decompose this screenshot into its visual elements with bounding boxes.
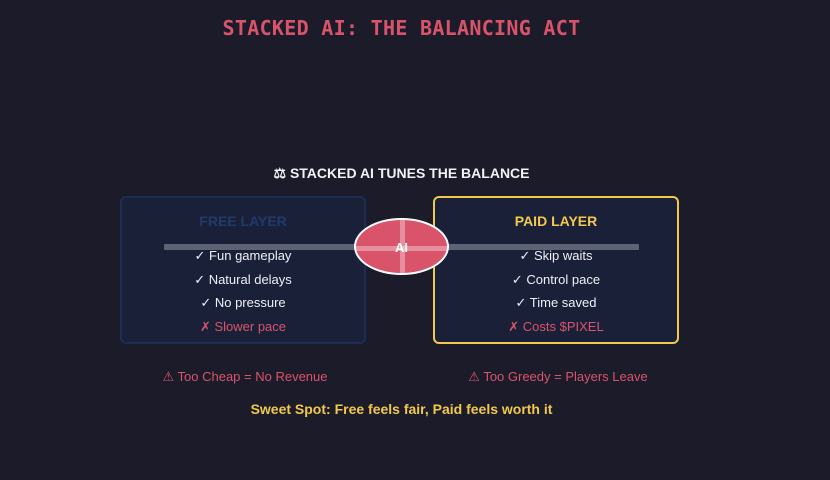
balance-subtitle: ⚖ STACKED AI TUNES THE BALANCE	[273, 165, 530, 181]
ai-fulcrum-label: AI	[395, 240, 408, 255]
paid-layer-item: ✓ Time saved	[515, 295, 597, 310]
free-layer-box: FREE LAYER ✓ Fun gameplay ✓ Natural dela…	[120, 196, 366, 344]
free-layer-item-negative: ✗ Slower pace	[199, 318, 287, 334]
paid-layer-item-negative: ✗ Costs $PIXEL	[508, 318, 604, 334]
page-title: STACKED AI: THE BALANCING ACT	[222, 16, 581, 40]
ai-fulcrum-crossbar	[356, 246, 447, 251]
free-layer-item: ✓ No pressure	[200, 295, 286, 310]
paid-layer-title: PAID LAYER	[514, 213, 598, 229]
ai-fulcrum: AI	[354, 218, 449, 275]
free-layer-item: ✓ Fun gameplay	[194, 248, 292, 263]
paid-layer-item: ✓ Control pace	[511, 271, 601, 287]
too-greedy-warning: ⚠ Too Greedy = Players Leave	[468, 369, 648, 384]
ai-fulcrum-post	[400, 220, 405, 273]
paid-layer-list: ✓ Skip waits ✓ Control pace ✓ Time saved…	[435, 247, 677, 341]
free-layer-list: ✓ Fun gameplay ✓ Natural delays ✓ No pre…	[122, 247, 364, 341]
free-layer-item: ✓ Natural delays	[194, 271, 292, 287]
free-layer-title: FREE LAYER	[199, 213, 287, 229]
paid-layer-item: ✓ Skip waits	[519, 248, 593, 263]
sweet-spot-text: Sweet Spot: Free feels fair, Paid feels …	[250, 401, 553, 417]
paid-layer-box: PAID LAYER ✓ Skip waits ✓ Control pace ✓…	[433, 196, 679, 344]
too-cheap-warning: ⚠ Too Cheap = No Revenue	[162, 369, 328, 384]
